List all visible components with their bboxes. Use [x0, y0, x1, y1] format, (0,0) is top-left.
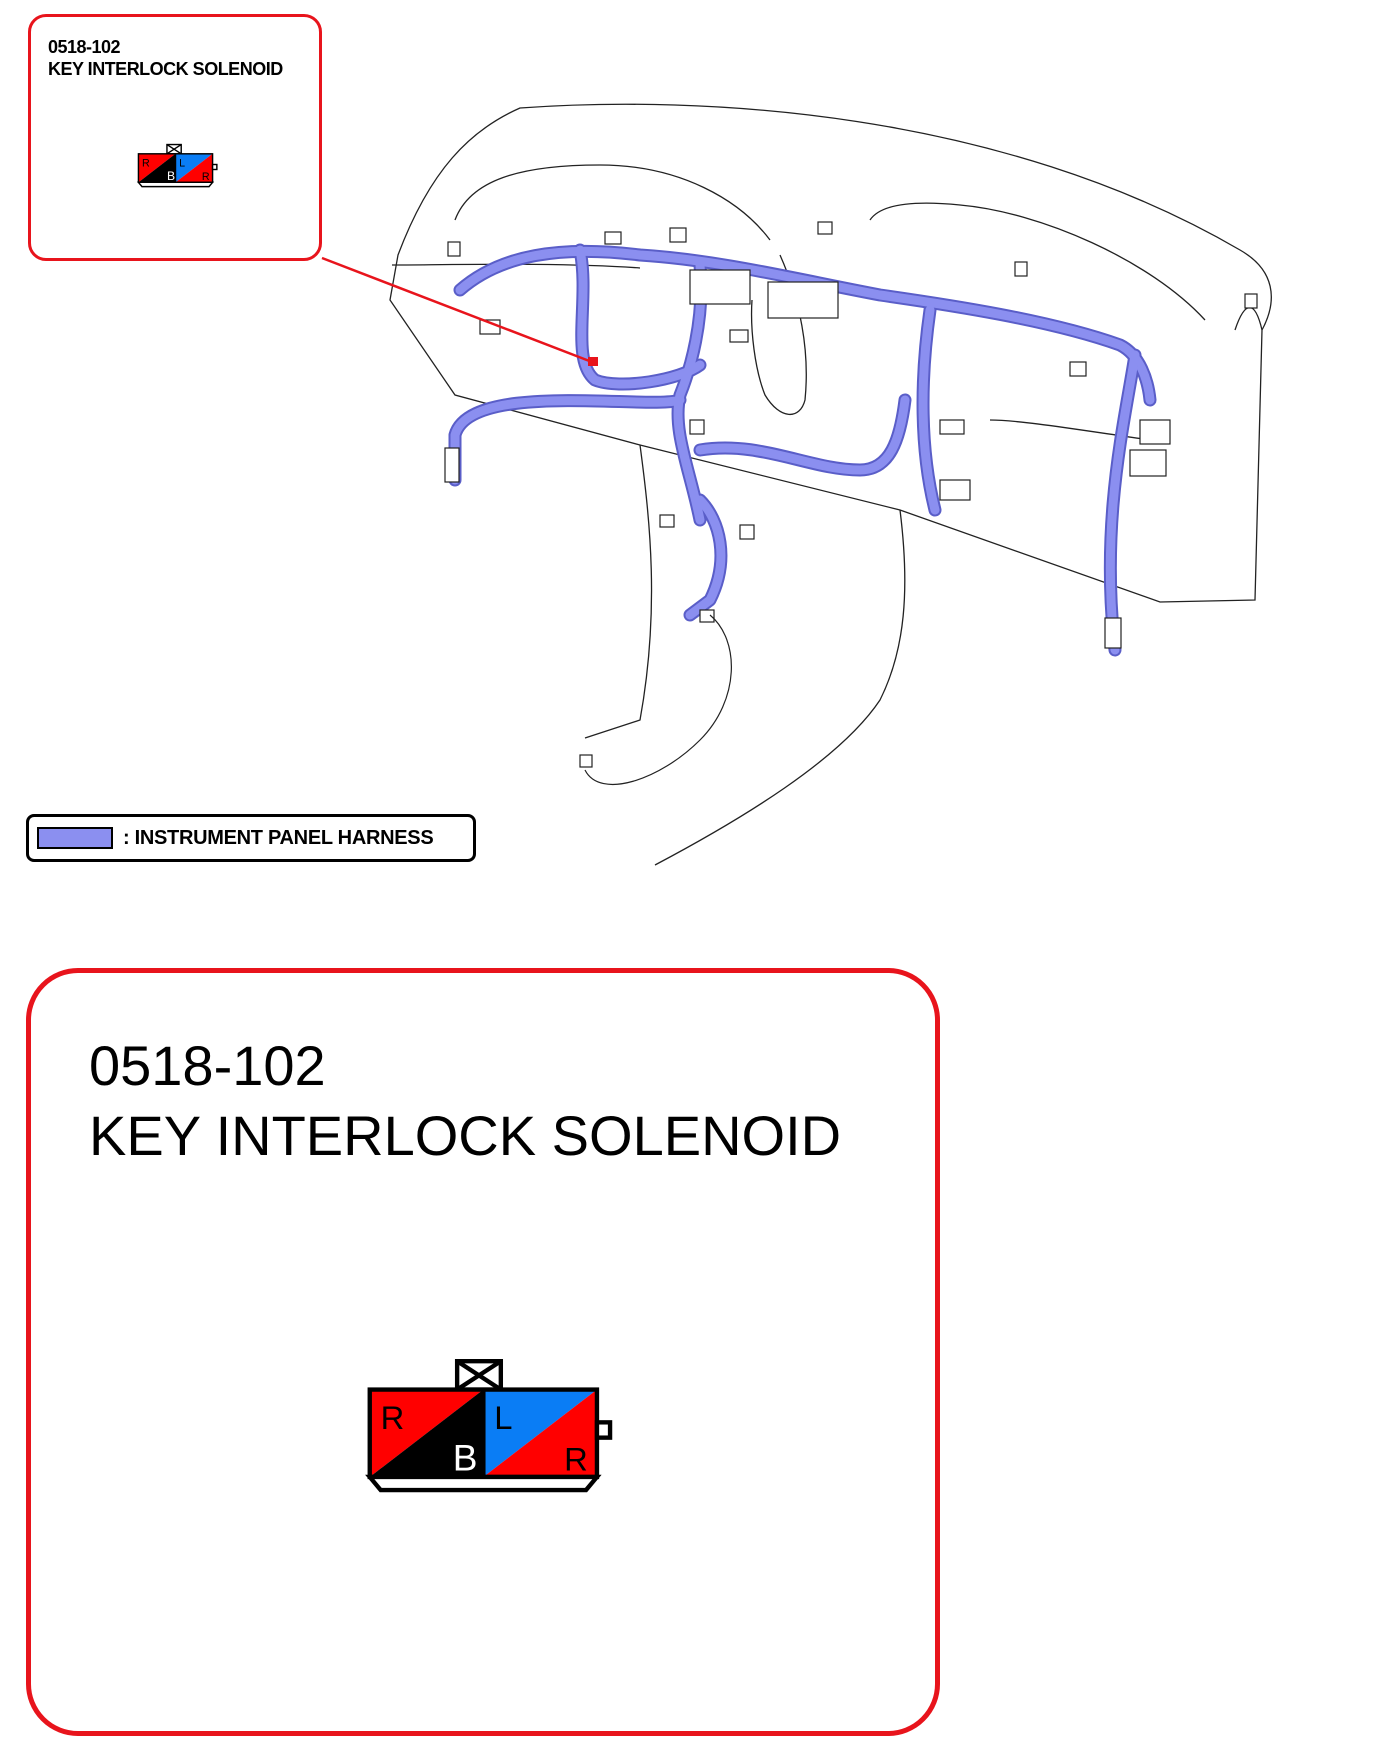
- harness-color-swatch: [37, 827, 113, 849]
- pin-label-r-top: R: [381, 1399, 405, 1436]
- legend-label: : INSTRUMENT PANEL HARNESS: [123, 827, 434, 849]
- pin-label-b: B: [167, 169, 175, 183]
- callout-large: 0518-102 KEY INTERLOCK SOLENOID R B L R: [26, 968, 940, 1736]
- connector-name: KEY INTERLOCK SOLENOID: [48, 59, 283, 79]
- connector-code: 0518-102: [48, 37, 121, 57]
- pin-label-l: L: [494, 1399, 512, 1436]
- instrument-panel-harness: [448, 243, 1157, 657]
- leader-line: [321, 256, 593, 364]
- connector-face-large: R B L R: [365, 1359, 613, 1493]
- key-interlock-solenoid-location: [588, 357, 598, 366]
- harness-connectors: [444, 221, 1258, 768]
- callout-small: 0518-102 KEY INTERLOCK SOLENOID R B L R: [28, 14, 322, 261]
- pin-label-r-bottom: R: [564, 1440, 588, 1477]
- dashboard-outline: [389, 103, 1272, 866]
- connector-code: 0518-102: [89, 1034, 326, 1097]
- pin-label-b: B: [453, 1436, 478, 1478]
- pin-label-r-bottom: R: [202, 171, 210, 183]
- test-lead-wire: [584, 614, 732, 785]
- pin-label-r-top: R: [142, 158, 150, 170]
- pin-label-l: L: [179, 158, 185, 170]
- connector-face-small: R B L R: [137, 143, 218, 188]
- harness-legend: : INSTRUMENT PANEL HARNESS: [26, 814, 476, 862]
- connector-name: KEY INTERLOCK SOLENOID: [89, 1104, 842, 1167]
